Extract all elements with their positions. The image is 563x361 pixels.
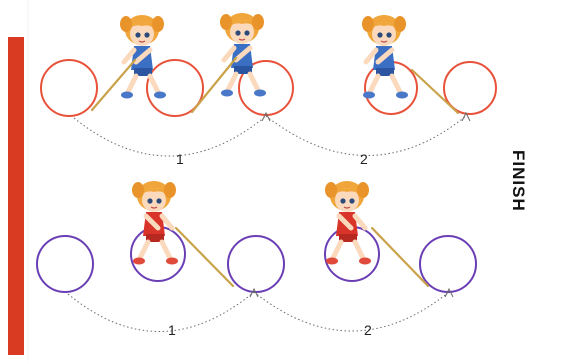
hoop-circle-icon [40,59,98,117]
rope [174,226,235,288]
lane-top: 1 2 [40,13,497,167]
arrow-head-icon [249,287,259,298]
rope [370,226,430,288]
hoop-circle-icon [443,61,497,115]
hoop-circle-icon [238,60,294,116]
hoop-circle-icon [146,59,204,117]
rope [410,68,460,115]
rope [190,56,238,114]
step-label: 2 [360,151,368,167]
jump-path-arrow [73,115,267,157]
arrow-head-icon [461,111,471,122]
step-label: 1 [168,322,176,338]
start-bar [8,37,24,355]
hoop-circle-icon [227,235,285,293]
jump-path-arrow [253,291,450,332]
arrow-head-icon [261,111,271,122]
jump-path-arrow [265,115,467,156]
hoop-circle-icon [419,235,477,293]
cartoon-girl-pulling-rope-icon [132,181,178,265]
hoop-circle-icon [36,235,94,293]
finish-label: FINISH [509,150,528,212]
cartoon-girl-pulling-rope-icon [362,15,408,99]
step-label: 1 [176,151,184,167]
cartoon-girl-pulling-rope-icon [120,15,166,99]
cartoon-girl-pulling-rope-icon [220,13,266,97]
jump-path-arrow [67,291,255,332]
arrow-head-icon [444,287,454,298]
rope [90,58,137,112]
lane-bottom: 1 2 [36,181,477,338]
step-label: 2 [364,322,372,338]
cartoon-girl-pulling-rope-icon [325,181,371,265]
